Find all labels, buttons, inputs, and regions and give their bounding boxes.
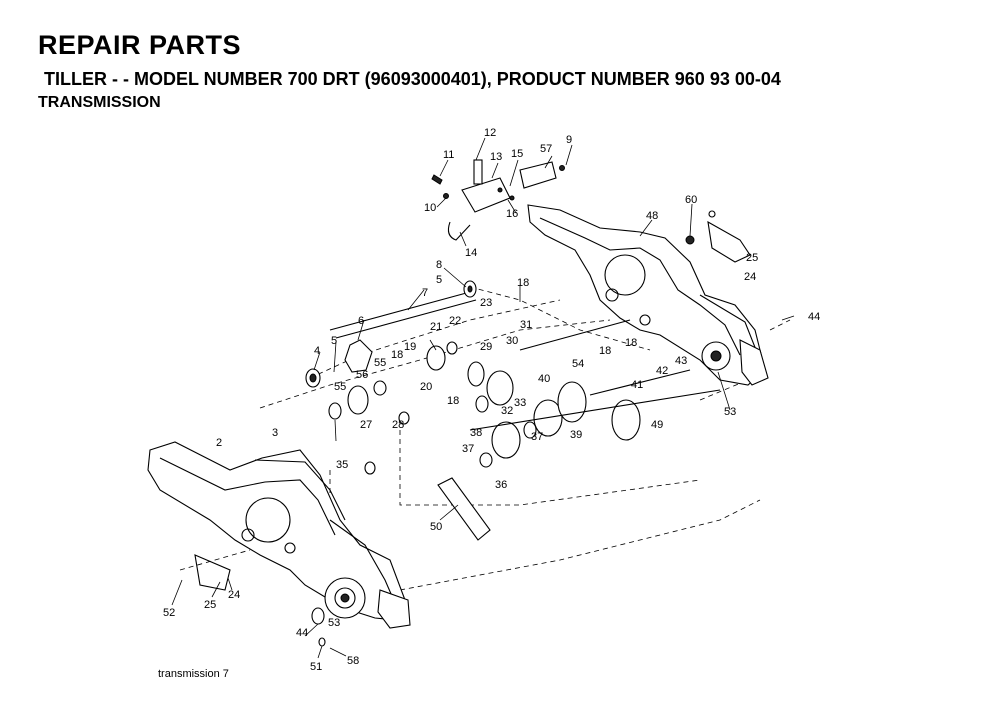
part-label: 30 [506,335,518,347]
part-label: 52 [163,607,175,619]
part-label: 56 [356,369,368,381]
part-label: 35 [336,459,348,471]
part-label: 60 [685,194,697,206]
part-label: 2 [216,437,222,449]
part-label: 24 [744,271,756,283]
part-label: 57 [540,143,552,155]
part-label: 14 [465,247,477,259]
part-label: 21 [430,321,442,333]
part-label: 4 [314,345,320,357]
part-label: 58 [347,655,359,667]
part-label: 5 [331,335,337,347]
part-label: 8 [436,259,442,271]
part-label: 41 [631,379,643,391]
part-label: 39 [570,429,582,441]
part-label: 20 [420,381,432,393]
page-title: REPAIR PARTS [38,30,242,60]
part-number-labels: 12 11 13 15 57 9 10 16 14 48 60 25 24 8 … [163,127,820,673]
part-label: 37 [462,443,474,455]
leader-lines [171,137,795,659]
part-label: 25 [746,252,758,264]
part-label: 51 [310,661,322,673]
part-label: 53 [328,617,340,629]
part-label: 48 [646,210,658,222]
shifter-parts [431,159,565,241]
part-label: 44 [296,627,308,639]
part-label: 12 [484,127,496,139]
part-label: 3 [272,427,278,439]
part-label: 36 [495,479,507,491]
part-label: 37 [531,431,543,443]
part-label: 18 [625,337,637,349]
figure-caption: transmission 7 [158,668,229,680]
part-label: 16 [506,208,518,220]
part-label: 31 [520,319,532,331]
part-label: 43 [675,355,687,367]
part-label: 33 [514,397,526,409]
left-housing [147,441,411,629]
part-label: 10 [424,202,436,214]
part-label: 9 [566,134,572,146]
gears-and-shafts [305,280,721,647]
part-label: 53 [724,406,736,418]
part-label: 5 [436,274,442,286]
part-label: 11 [443,149,454,161]
part-label: 38 [470,427,482,439]
part-label: 28 [392,419,404,431]
part-label: 13 [490,151,502,163]
right-housing [527,204,769,386]
part-label: 25 [204,599,216,611]
part-label: 49 [651,419,663,431]
part-label: 15 [511,148,523,160]
part-label: 44 [808,311,820,323]
part-label: 50 [430,521,442,533]
part-label: 24 [228,589,240,601]
part-label: 55 [374,357,386,369]
part-label: 42 [656,365,668,377]
part-label: 7 [422,287,428,299]
part-label: 23 [480,297,492,309]
part-label: 19 [404,341,416,353]
part-label: 6 [358,315,364,327]
part-label: 54 [572,358,584,370]
part-label: 40 [538,373,550,385]
part-label: 32 [501,405,513,417]
model-subtitle: TILLER - - MODEL NUMBER 700 DRT (9609300… [44,69,781,89]
section-title: TRANSMISSION [38,94,161,111]
part-label: 55 [334,381,346,393]
part-label: 22 [449,315,461,327]
part-label: 27 [360,419,372,431]
part-label: 18 [391,349,403,361]
part-label: 18 [517,277,529,289]
part-label: 18 [599,345,611,357]
part-label: 18 [447,395,459,407]
part-label: 29 [480,341,492,353]
